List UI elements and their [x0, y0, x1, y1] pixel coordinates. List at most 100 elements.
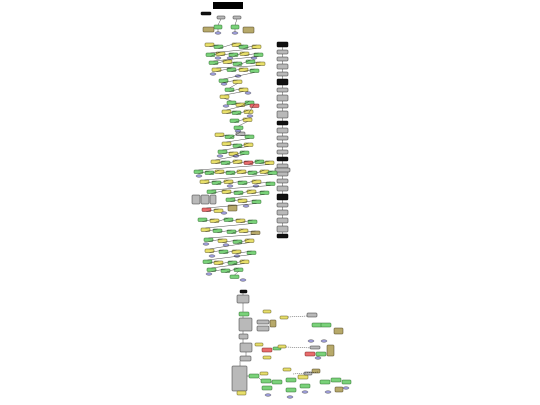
gray-node — [309, 345, 321, 350]
edge — [217, 18, 222, 26]
edge — [216, 67, 232, 72]
gray-node — [239, 355, 252, 362]
process-node — [261, 385, 273, 391]
edge — [237, 59, 251, 66]
label-node — [244, 238, 255, 243]
edge — [250, 61, 261, 64]
edge — [237, 160, 249, 164]
edge — [220, 52, 234, 56]
edge — [207, 254, 252, 261]
terminal-node — [264, 393, 272, 397]
edge — [206, 203, 257, 209]
black-node — [276, 78, 289, 86]
edge — [233, 150, 245, 156]
black-node — [200, 11, 212, 16]
gray-node — [276, 63, 289, 70]
edge — [234, 18, 238, 26]
label-node — [210, 159, 221, 164]
gray-node — [276, 71, 289, 77]
terminal-node — [222, 104, 230, 108]
data-node — [227, 204, 238, 212]
edge — [228, 180, 243, 184]
edge — [228, 218, 241, 222]
edge — [230, 198, 243, 202]
edge — [258, 377, 262, 381]
edge — [202, 218, 215, 222]
edge — [216, 179, 229, 185]
edge — [225, 159, 238, 165]
edge — [226, 104, 250, 111]
process-node — [285, 377, 297, 383]
edge — [234, 271, 239, 276]
process-node — [229, 274, 240, 279]
edge — [226, 138, 250, 143]
process-node — [208, 60, 219, 65]
data-node — [202, 26, 215, 33]
data-node — [326, 344, 335, 357]
edge — [227, 61, 238, 64]
edge — [232, 259, 245, 265]
terminal-node — [301, 390, 309, 394]
label-node — [243, 109, 254, 114]
label-node — [262, 355, 272, 360]
edge — [211, 185, 271, 191]
terminal-node — [220, 211, 228, 215]
gray-node — [276, 209, 289, 216]
gray-node — [276, 135, 289, 141]
gray-node — [231, 365, 248, 392]
terminal-node — [244, 91, 252, 95]
process-node — [267, 170, 278, 175]
edge — [208, 234, 256, 239]
gray-node — [238, 333, 249, 340]
edge — [229, 131, 241, 139]
diagram-title-block — [213, 2, 243, 9]
edge — [211, 263, 245, 269]
edge — [222, 239, 238, 243]
edge — [209, 169, 220, 175]
label-node — [279, 315, 289, 320]
edge — [226, 110, 237, 114]
label-node — [259, 371, 269, 376]
process-node — [254, 159, 265, 164]
black-node — [276, 41, 289, 48]
gray-node — [303, 371, 313, 376]
data-node — [269, 319, 277, 328]
gray-node — [276, 178, 289, 184]
label-node — [262, 309, 272, 314]
label-node — [243, 142, 254, 147]
label-node — [219, 94, 230, 99]
process-node — [229, 118, 240, 123]
edge — [234, 117, 248, 123]
edge — [243, 44, 257, 49]
edge — [223, 72, 255, 80]
terminal-node — [239, 278, 247, 282]
gray-node — [239, 342, 253, 353]
gray-node — [238, 317, 253, 332]
terminal-node — [342, 386, 350, 390]
gray-node — [276, 225, 289, 233]
gray-node — [276, 142, 289, 148]
edge — [210, 51, 221, 57]
process-node — [299, 383, 311, 389]
terminal-node — [214, 31, 222, 35]
edge — [238, 121, 248, 127]
process-node — [311, 322, 323, 328]
black-node — [276, 156, 289, 162]
edge — [230, 194, 265, 199]
black-node — [276, 193, 289, 201]
edge — [209, 44, 219, 47]
process-node — [220, 160, 231, 165]
terminal-node — [320, 339, 328, 343]
edge — [231, 102, 241, 105]
edge — [244, 52, 259, 56]
edge — [198, 170, 210, 174]
gray-node — [276, 87, 289, 93]
dashed-edge — [292, 371, 319, 375]
edge — [198, 164, 270, 171]
process-node — [244, 134, 255, 139]
process-node — [230, 24, 240, 30]
process-node — [227, 260, 238, 265]
edge — [229, 83, 238, 89]
label-node — [211, 67, 222, 72]
terminal-node — [246, 114, 254, 118]
